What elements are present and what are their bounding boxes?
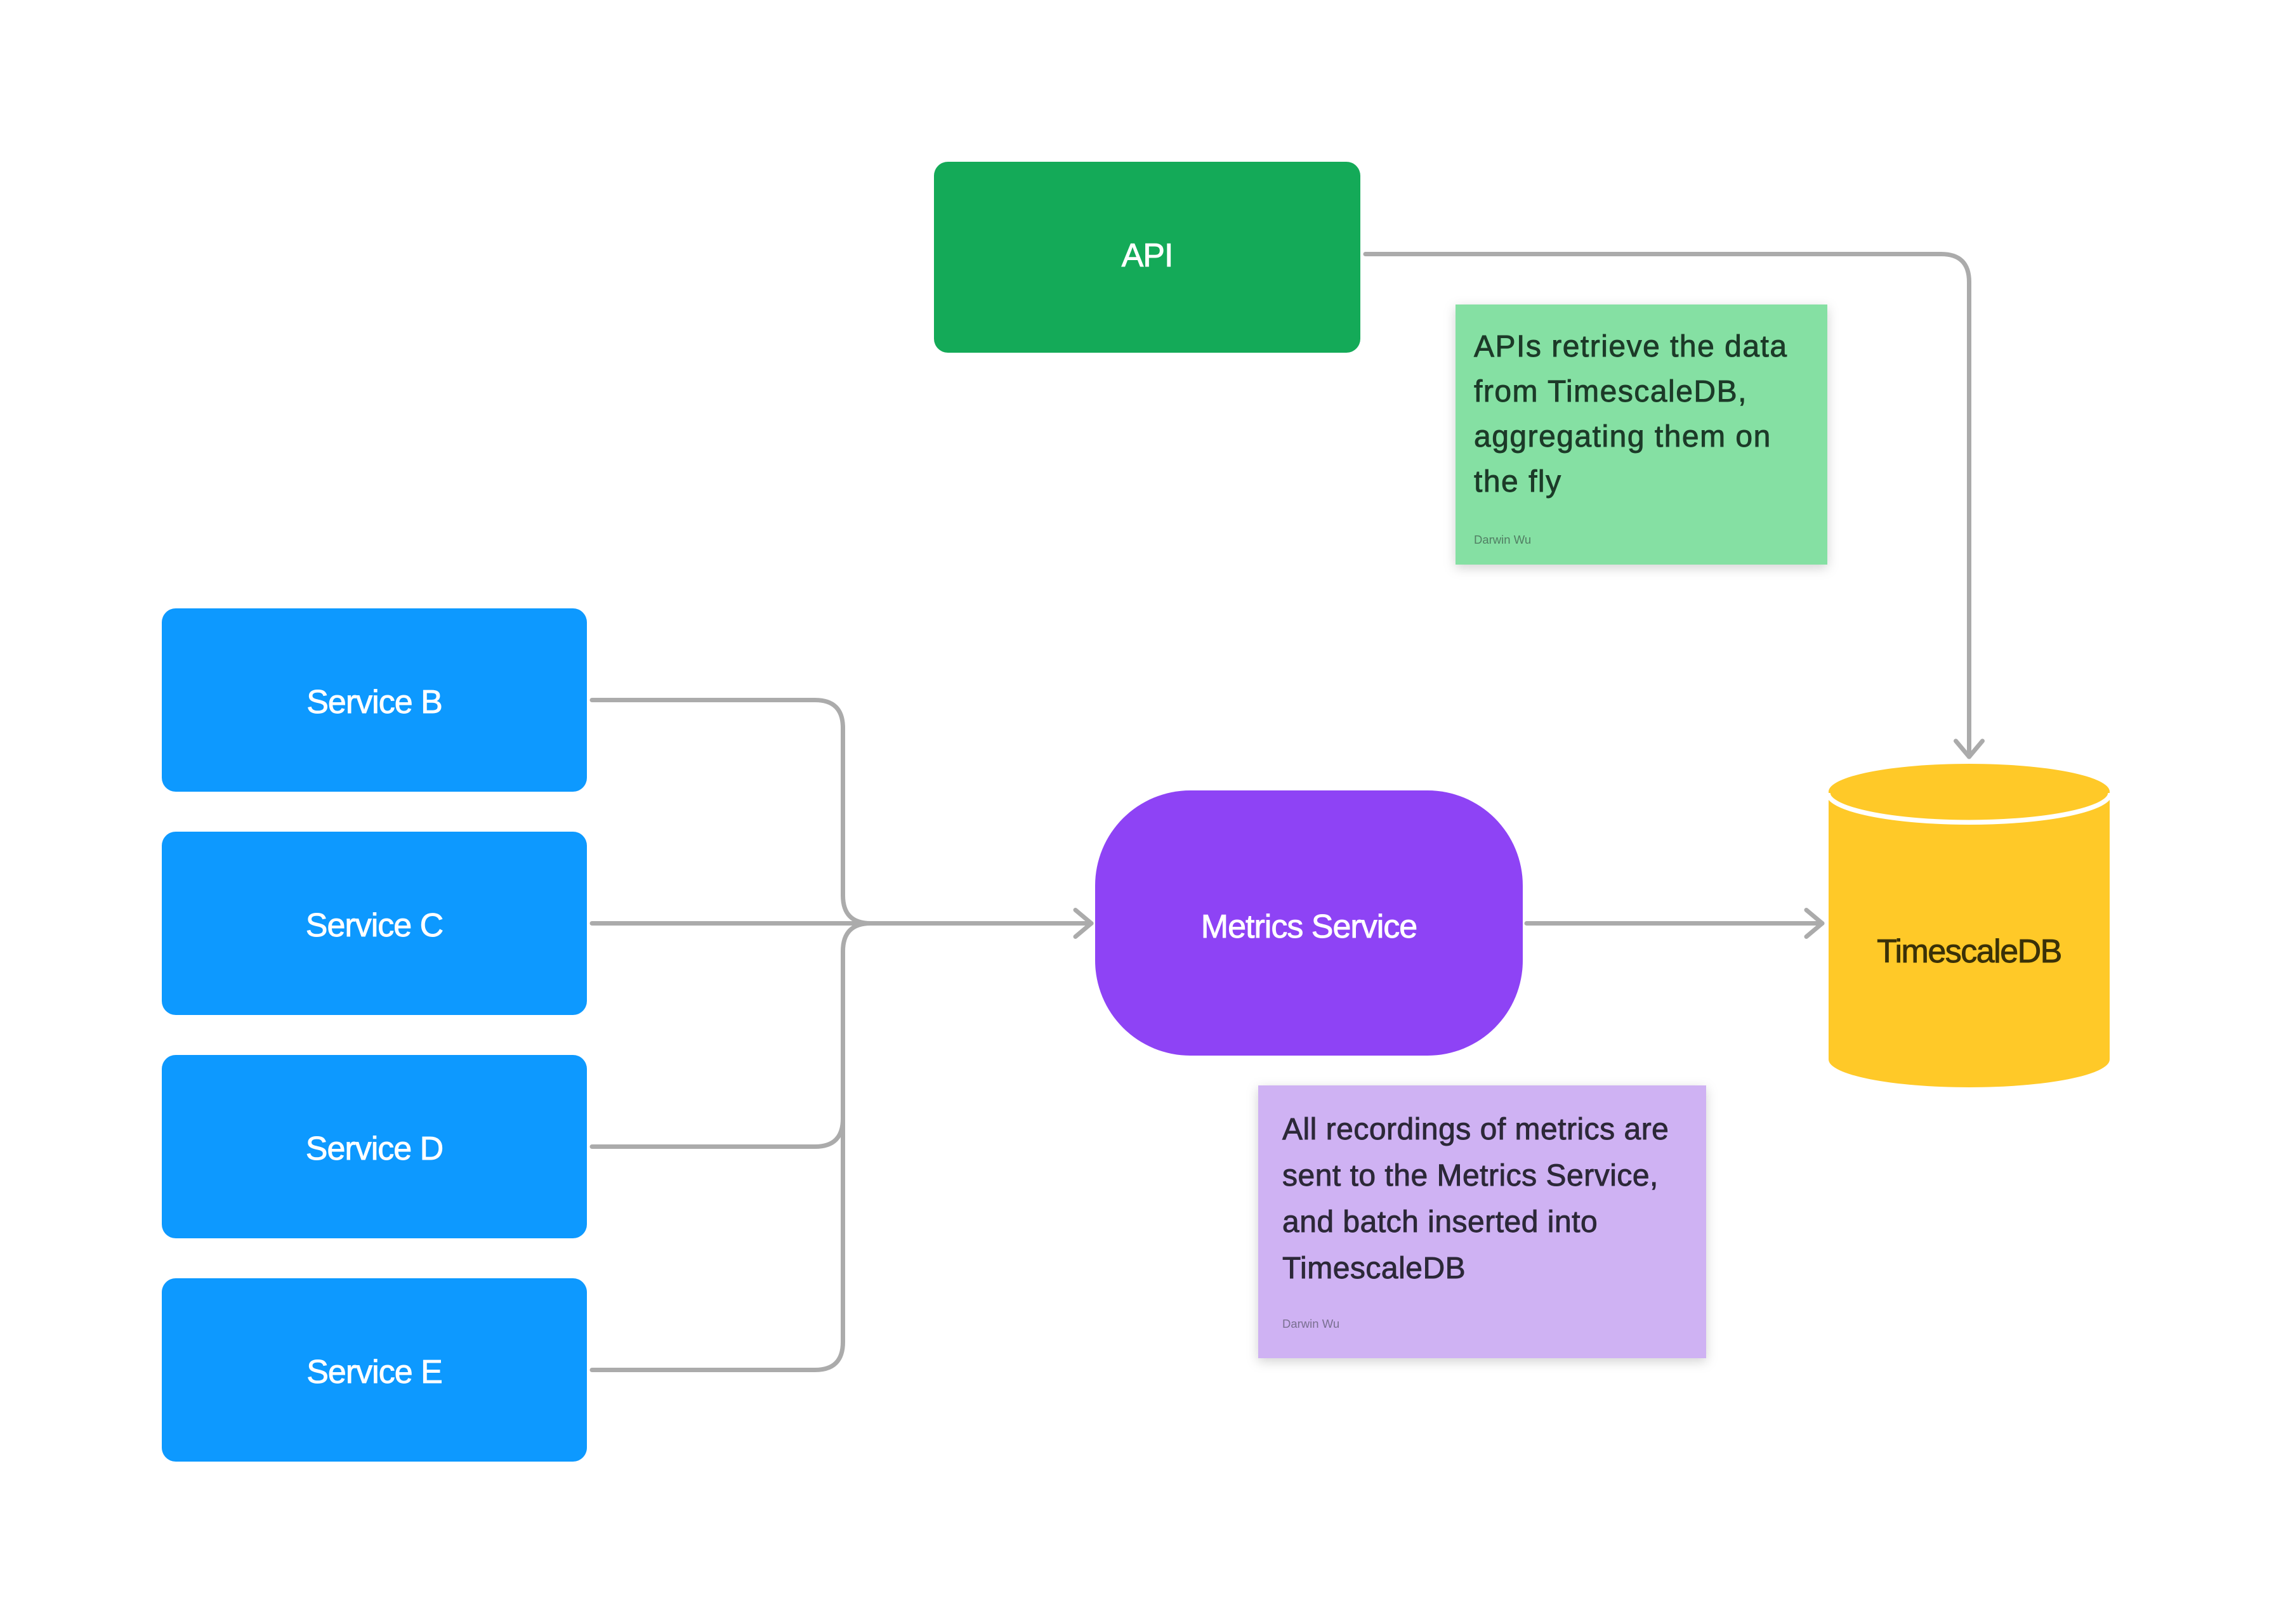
svg-text:API: API bbox=[1122, 237, 1173, 274]
svg-text:from TimescaleDB,: from TimescaleDB, bbox=[1474, 375, 1747, 409]
svg-text:aggregating them on: aggregating them on bbox=[1474, 420, 1771, 454]
svg-text:sent to the Metrics Service,: sent to the Metrics Service, bbox=[1282, 1159, 1659, 1193]
svg-text:Metrics Service: Metrics Service bbox=[1201, 908, 1417, 945]
svg-text:Darwin Wu: Darwin Wu bbox=[1474, 533, 1531, 546]
svg-text:Service E: Service E bbox=[306, 1354, 442, 1391]
svg-text:Service D: Service D bbox=[306, 1130, 443, 1167]
svg-text:Service B: Service B bbox=[306, 684, 442, 721]
svg-text:Service C: Service C bbox=[306, 907, 443, 944]
svg-text:All recordings of metrics are: All recordings of metrics are bbox=[1282, 1113, 1669, 1146]
svg-text:APIs retrieve the data: APIs retrieve the data bbox=[1474, 330, 1788, 363]
svg-text:TimescaleDB: TimescaleDB bbox=[1877, 933, 2061, 970]
svg-text:TimescaleDB: TimescaleDB bbox=[1282, 1252, 1466, 1285]
svg-text:and batch inserted into: and batch inserted into bbox=[1282, 1205, 1598, 1239]
svg-text:the fly: the fly bbox=[1474, 465, 1562, 499]
svg-text:Darwin Wu: Darwin Wu bbox=[1282, 1317, 1339, 1330]
